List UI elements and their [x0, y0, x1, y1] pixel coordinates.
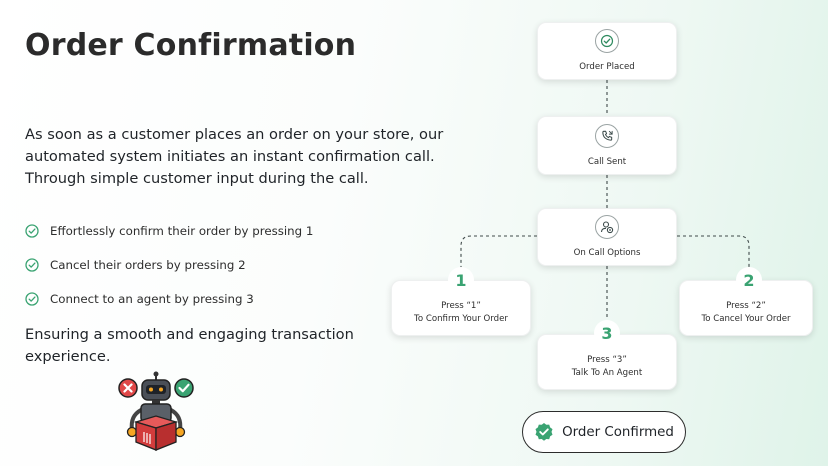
- check-circle-icon: [595, 29, 619, 53]
- order-confirmed-pill: Order Confirmed: [522, 411, 686, 453]
- option-action: To Confirm Your Order: [414, 314, 508, 324]
- node-call-sent: Call Sent: [537, 116, 677, 175]
- option-number-badge: 2: [736, 267, 762, 293]
- list-item-text: Cancel their orders by pressing 2: [50, 258, 246, 272]
- closing-paragraph: Ensuring a smooth and engaging transacti…: [25, 326, 354, 365]
- node-label: On Call Options: [573, 248, 641, 258]
- option-action: Talk To An Agent: [571, 368, 643, 378]
- node-call-options: On Call Options: [537, 208, 677, 266]
- list-item-text: Connect to an agent by pressing 3: [50, 292, 254, 306]
- list-item: Cancel their orders by pressing 2: [25, 248, 313, 282]
- option-key: Press “3”: [587, 355, 627, 365]
- node-order-placed: Order Placed: [537, 22, 677, 80]
- option-number-badge: 1: [448, 267, 474, 293]
- option-key: Press “2”: [726, 301, 766, 311]
- option-number-badge: 3: [594, 320, 620, 346]
- option-key: Press “1”: [441, 301, 481, 311]
- check-circle-icon: [25, 258, 39, 272]
- option-action: To Cancel Your Order: [701, 314, 791, 324]
- list-item: Connect to an agent by pressing 3: [25, 282, 313, 316]
- list-item: Effortlessly confirm their order by pres…: [25, 214, 313, 248]
- list-item-text: Effortlessly confirm their order by pres…: [50, 224, 314, 238]
- robot-icon: [118, 371, 194, 451]
- check-circle-icon: [25, 224, 39, 238]
- check-circle-icon: [25, 292, 39, 306]
- phone-icon: [595, 123, 619, 148]
- node-label: Call Sent: [587, 156, 627, 167]
- check-badge-icon: [535, 423, 553, 441]
- final-status-label: Order Confirmed: [562, 424, 674, 440]
- feature-list: Effortlessly confirm their order by pres…: [25, 214, 313, 316]
- node-label: Order Placed: [579, 62, 635, 72]
- intro-paragraph: As soon as a customer places an order on…: [25, 126, 444, 187]
- user-gear-icon: [595, 215, 619, 239]
- page-title: Order Confirmation: [25, 28, 357, 63]
